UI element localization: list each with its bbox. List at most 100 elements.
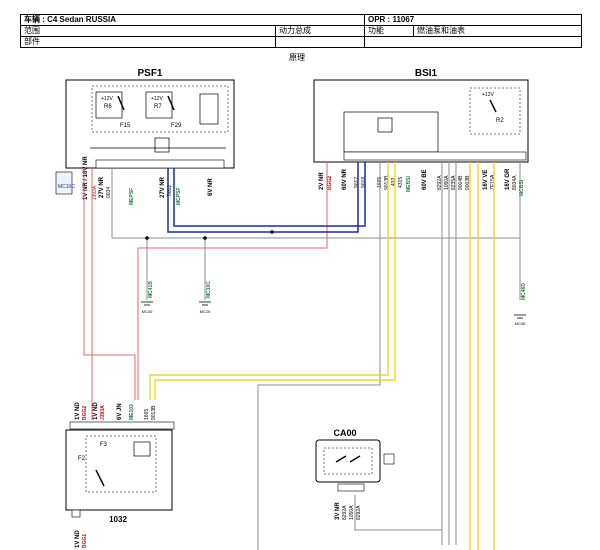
header-table: 车辆 : C4 Sedan RUSSIA OPR : 11067 范围 动力总成…: [20, 14, 582, 48]
bsi1-pin-strip: [343, 151, 527, 161]
psf1-module: [199, 93, 219, 125]
fuse-f29: F29: [171, 123, 182, 129]
c1032-1v-b: 1V ND: [93, 402, 99, 420]
label-9017: 9017: [354, 177, 360, 188]
bsi1-title: BSI1: [415, 68, 438, 79]
r7-contact: [167, 95, 175, 111]
grey-wire-a: [257, 162, 381, 550]
c1032-pin-strip: [69, 421, 175, 430]
label-mebsi: MEBSI: [406, 176, 412, 192]
red-wire-3: [137, 162, 328, 400]
side-fuse-label: MC10C: [58, 184, 75, 190]
bsi1-chip: [377, 117, 393, 133]
label-0002: 0002: [167, 185, 173, 196]
c1032-bottom-pin: [71, 509, 81, 518]
c1032-1v-a: 1V ND: [75, 402, 81, 420]
c1032-contact: [95, 469, 105, 487]
psf1-fuse-block: [91, 85, 229, 133]
label-1050a-ca00: 1050A: [349, 505, 355, 520]
ground-mc46-label: MC46: [515, 321, 526, 326]
label-8034a: 8034A: [512, 175, 518, 190]
psf1-pin-strip: [95, 159, 225, 169]
ca00-key-icon: [383, 453, 395, 465]
label-mc41b: MC41B: [148, 281, 154, 298]
label-8292a-ca00-b: 8292A: [356, 505, 362, 520]
label-me103: ME103: [129, 404, 135, 420]
label-9013b-bsi: 9013B: [384, 175, 390, 190]
bsi1-plus12v: +12V: [482, 92, 494, 98]
label-8292a-ca00: 8292A: [342, 505, 348, 520]
c1032-inner: [85, 435, 157, 493]
r2-contact: [489, 99, 497, 113]
label-9018: 9018: [361, 177, 367, 188]
label-bgg2-bsi: BGG2: [327, 176, 333, 190]
label-j393a-1032: J393A: [100, 405, 106, 420]
label-9013b-1032: 9013B: [151, 405, 157, 420]
red-wire-1: [83, 168, 136, 400]
label-4315: 4315: [398, 177, 404, 188]
c1032-1v-bottom: 1V ND: [75, 530, 81, 548]
r6-contact: [117, 95, 125, 111]
bsi-16v-gr: 16V GR: [505, 168, 511, 190]
blue-wire-2: [173, 162, 366, 227]
bsi-60v-be: 60V BE: [422, 169, 428, 190]
label-433: 433: [391, 177, 397, 186]
relay-r2: R2: [496, 118, 504, 124]
label-1050a: 1050A: [444, 175, 450, 190]
parts-empty-2: [364, 36, 582, 48]
junction-2: [203, 236, 207, 240]
diagram-label: 原理: [289, 53, 305, 62]
label-9003b: 9003B: [465, 175, 471, 190]
r6-label: R6: [104, 104, 112, 110]
label-0034: 0034: [106, 187, 112, 198]
ca00-inner: [323, 447, 373, 475]
psf1-connector-block: [154, 137, 170, 153]
label-mc10c: MC10C: [206, 281, 212, 298]
ground-mc40-label: MC40: [142, 309, 153, 314]
bsi-2v-nr: 2V NR: [319, 172, 325, 190]
label-mepsf: MEPSF: [129, 188, 135, 205]
yellow-wire-1: [149, 162, 389, 400]
r6-plus12v: +12V: [101, 96, 113, 102]
c1032-f2: F2: [78, 456, 86, 462]
bsi-60v-nr: 60V NR: [342, 168, 348, 190]
ground-mc10-label: MC10: [200, 309, 211, 314]
side-fuse-icon: [55, 171, 73, 195]
bsi1-relay-block: [469, 87, 521, 135]
label-ze15a: ZE15A: [490, 174, 496, 190]
psf1-title: PSF1: [137, 68, 162, 79]
r7-plus12v: +12V: [151, 96, 163, 102]
label-j393a-top: J393A: [92, 185, 98, 200]
yellow-wire-2: [154, 162, 396, 400]
blue-wire-1: [167, 162, 359, 233]
ca00-pin-strip: [337, 483, 365, 492]
c1032-title: 1032: [109, 515, 127, 524]
label-1665-1032: 1665: [144, 409, 150, 420]
label-8292a: 8292A: [437, 175, 443, 190]
ca00-3v-nr: 3V NR: [335, 502, 341, 520]
psf1-side-left: 1V NR / 16V NR: [83, 156, 89, 200]
label-mcpsf: MCPSF: [176, 188, 182, 206]
bsi1-box: [313, 79, 529, 163]
psf1-27v-a: 27V NR: [99, 176, 105, 198]
grey-wire-bus: [111, 162, 521, 239]
psf1-27v-b: 27V NR: [160, 176, 166, 198]
fuse-f15: F15: [120, 123, 131, 129]
r7-label: R7: [154, 104, 162, 110]
ca00-box: [315, 439, 381, 483]
label-mc46d: MC46D: [521, 283, 527, 300]
ca00-title: CA00: [333, 428, 356, 438]
label-mcbsi: MCBSI: [519, 179, 525, 196]
c1032-6v-jn: 6V JN: [117, 403, 123, 420]
grey-wire-ca00: [354, 495, 442, 531]
label-bgg1: BGG1: [82, 534, 88, 548]
c1032-box: [65, 429, 173, 511]
junction-3: [270, 230, 274, 234]
ca00-contact-1: [335, 455, 347, 463]
psf1-6v: 6V NR: [208, 178, 214, 196]
label-8235a: 8235A: [451, 175, 457, 190]
c1032-chip: [133, 441, 151, 457]
label-9004b: 9004B: [458, 175, 464, 190]
label-bgg2-1032: BGG2: [82, 406, 88, 420]
